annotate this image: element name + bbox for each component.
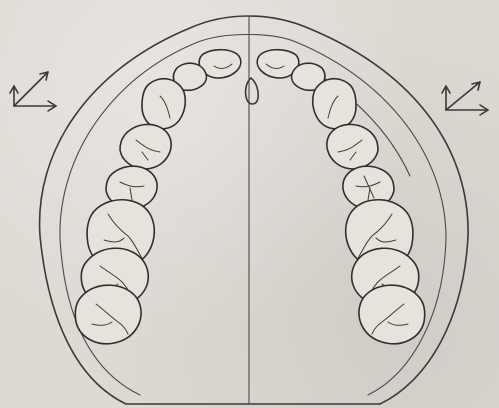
axis-arrows-icon-right [442,82,488,115]
tooth-right-canine [313,79,356,129]
axis-arrows-icon-left [10,72,56,111]
incisive-papilla [246,78,259,104]
tooth-left-canine [142,79,185,129]
left-dental-arch [75,50,241,344]
right-dental-arch [257,50,425,344]
